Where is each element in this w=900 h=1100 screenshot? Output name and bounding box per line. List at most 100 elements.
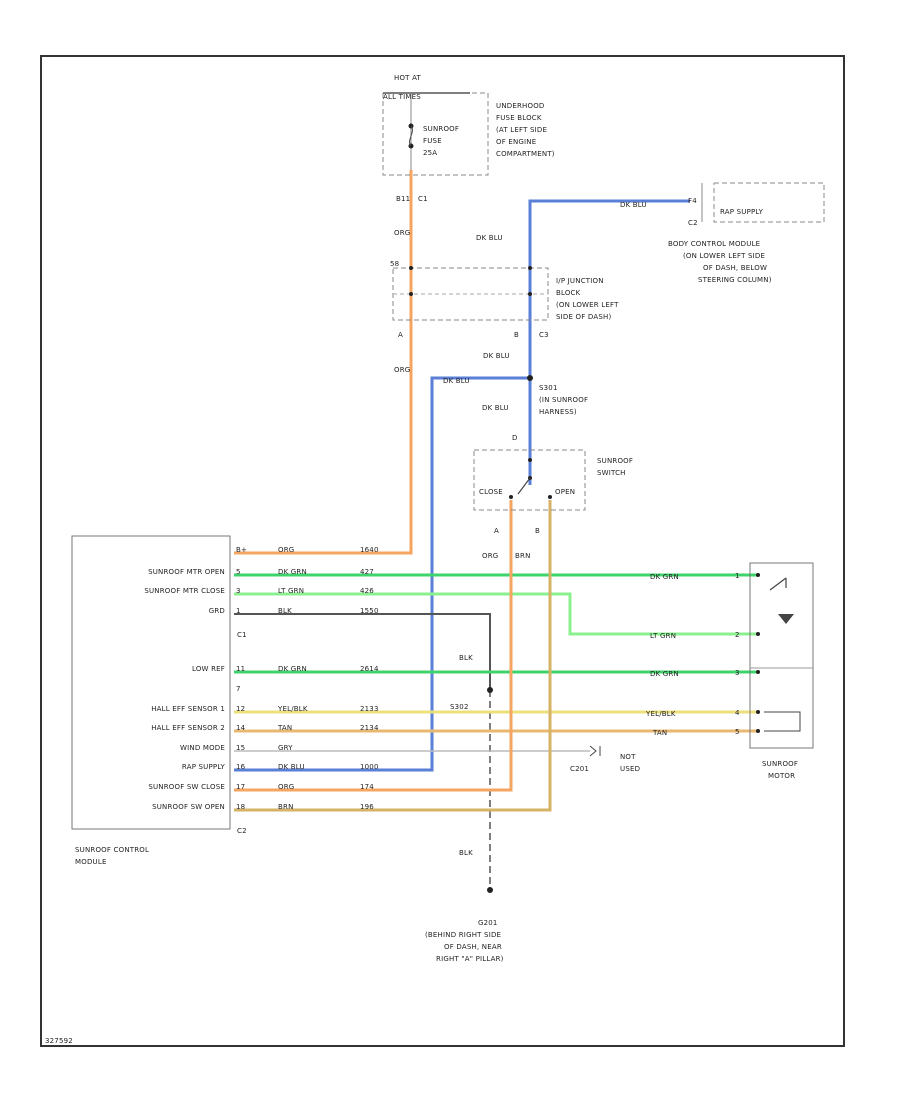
motor-pin-4-dot — [756, 710, 760, 714]
ground-name-1: G201 — [478, 919, 498, 927]
ground-g201 — [487, 887, 493, 893]
module-wire-10: ORG — [278, 783, 294, 791]
module-label-3: GRD — [209, 607, 225, 615]
ground-wire-1: BLK — [459, 654, 473, 662]
motor-pin-3-dot — [756, 670, 760, 674]
module-label-6: HALL EFF SENSOR 1 — [151, 705, 225, 713]
motor-pin-1-dot — [756, 573, 760, 577]
motor-wire-dk-grn: DK GRN — [650, 573, 679, 581]
switch-name-2: SWITCH — [597, 469, 626, 477]
switch-open-label: OPEN — [555, 488, 575, 496]
module-label-9: RAP SUPPLY — [182, 763, 226, 771]
hot-label-2: ALL TIMES — [383, 93, 421, 101]
jb-name-1: I/P JUNCTION — [556, 277, 604, 285]
module-circuit-10: 174 — [360, 783, 374, 791]
jb-terminal-4 — [528, 292, 532, 296]
module-label-11: SUNROOF SW OPEN — [152, 803, 225, 811]
bcm-name-3: OF DASH, BELOW — [703, 264, 767, 272]
wire-label-dk-blu-1: DK BLU — [476, 234, 503, 242]
fuse-block-name-5: COMPARTMENT) — [496, 150, 555, 158]
wire-org-sw-close — [234, 500, 513, 792]
module-circuit-7: 2134 — [360, 724, 379, 732]
fuse-block-name-1: UNDERHOOD — [496, 102, 545, 110]
module-pin-0: B+ — [236, 546, 247, 554]
fuse-label-1: SUNROOF — [423, 125, 459, 133]
wire-label-dk-blu-4: DK BLU — [482, 404, 509, 412]
switch-pin-a: A — [494, 527, 499, 535]
bcm-name-4: STEERING COLUMN) — [698, 276, 772, 284]
fuse-icon — [409, 125, 413, 147]
motor-pin-5-dot — [756, 729, 760, 733]
bcm-pin: F4 — [688, 197, 697, 205]
not-used-2: USED — [620, 765, 640, 773]
module-pin-8: 15 — [236, 744, 245, 752]
jb-terminal-1 — [409, 266, 413, 270]
motor-wire-tan: TAN — [652, 729, 667, 737]
not-used-1: NOT — [620, 753, 636, 761]
motor-wire-dk-grn-2: DK GRN — [650, 670, 679, 678]
bcm-name-2: (ON LOWER LEFT SIDE — [683, 252, 765, 260]
wire-lt-grn-close — [234, 592, 758, 636]
module-circuit-2: 426 — [360, 587, 374, 595]
module-wire-9: DK BLU — [278, 763, 305, 771]
wire-label-org-2: ORG — [394, 366, 410, 374]
motor-box — [749, 562, 814, 749]
ground-splice: S302 — [450, 703, 469, 711]
module-circuit-11: 196 — [360, 803, 374, 811]
switch-wire-brn: BRN — [515, 552, 531, 560]
module-wire-7: TAN — [277, 724, 292, 732]
bcm-supply-label: RAP SUPPLY — [720, 208, 764, 216]
diagram-frame — [40, 55, 845, 1047]
module-label-1: SUNROOF MTR OPEN — [148, 568, 225, 576]
ground-name-2: (BEHIND RIGHT SIDE — [425, 931, 501, 939]
splice-s302 — [487, 687, 493, 693]
module-wire-4: DK GRN — [278, 665, 307, 673]
motor-pin-2: 2 — [735, 631, 740, 639]
jb-terminal-2 — [409, 292, 413, 296]
switch-wire-org: ORG — [482, 552, 498, 560]
motor-limit-switch-icon — [769, 577, 787, 591]
motor-pin-1: 1 — [735, 572, 740, 580]
jb-pin-b: B — [514, 331, 519, 339]
ground-wire-2: BLK — [459, 849, 473, 857]
splice-name-1: S301 — [539, 384, 558, 392]
module-box — [71, 535, 231, 830]
module-circuit-9: 1000 — [360, 763, 379, 771]
module-pin-3: 1 — [236, 607, 241, 615]
motor-name-2: MOTOR — [768, 772, 795, 780]
module-wire-1: DK GRN — [278, 568, 307, 576]
module-label-8: WIND MODE — [180, 744, 225, 752]
module-wire-3: BLK — [278, 607, 292, 615]
module-name-1: SUNROOF CONTROL — [75, 846, 149, 854]
switch-contact-open — [548, 495, 552, 499]
switch-contact-close — [509, 495, 513, 499]
switch-pin-b: B — [535, 527, 540, 535]
body-control-module: DK BLU F4 C2 RAP SUPPLY BODY CONTROL MOD… — [620, 182, 825, 284]
hall-sensor-icon — [764, 711, 801, 732]
fuse-label-2: FUSE — [423, 137, 442, 145]
jb-name-2: BLOCK — [556, 289, 581, 297]
motor-icon — [778, 614, 794, 624]
bcm-conn: C2 — [688, 219, 698, 227]
module-pin-7: 14 — [236, 724, 246, 732]
motor-wire-lt-grn: LT GRN — [650, 632, 676, 640]
module-wire-6: YEL/BLK — [277, 705, 308, 713]
fuse-block-name-4: OF ENGINE — [496, 138, 536, 146]
module-name-2: MODULE — [75, 858, 107, 866]
module-pin-2: 3 — [236, 587, 241, 595]
module-circuit-4: 2614 — [360, 665, 379, 673]
motor-name-1: SUNROOF — [762, 760, 798, 768]
jb-terminal-3 — [528, 266, 532, 270]
module-pin-10: 17 — [236, 783, 245, 791]
sunroof-switch: D CLOSE OPEN SUNROOF SWITCH A B ORG BRN — [473, 434, 633, 560]
hot-label-1: HOT AT — [394, 74, 422, 82]
module-circuit-0: 1640 — [360, 546, 379, 554]
module-label-7: HALL EFF SENSOR 2 — [151, 724, 225, 732]
sunroof-motor: 1 2 3 4 5 DK GRN LT GRN DK GRN YEL/BLK T… — [645, 562, 814, 780]
motor-pin-5: 5 — [735, 728, 740, 736]
wire-label-org-1: ORG — [394, 229, 410, 237]
wire-label-dk-blu-3: DK BLU — [443, 377, 470, 385]
ip-junction-block: 58 A B C3 I/P JUNCTION BLOCK (ON LOWER L… — [390, 234, 619, 416]
wires — [234, 170, 758, 890]
